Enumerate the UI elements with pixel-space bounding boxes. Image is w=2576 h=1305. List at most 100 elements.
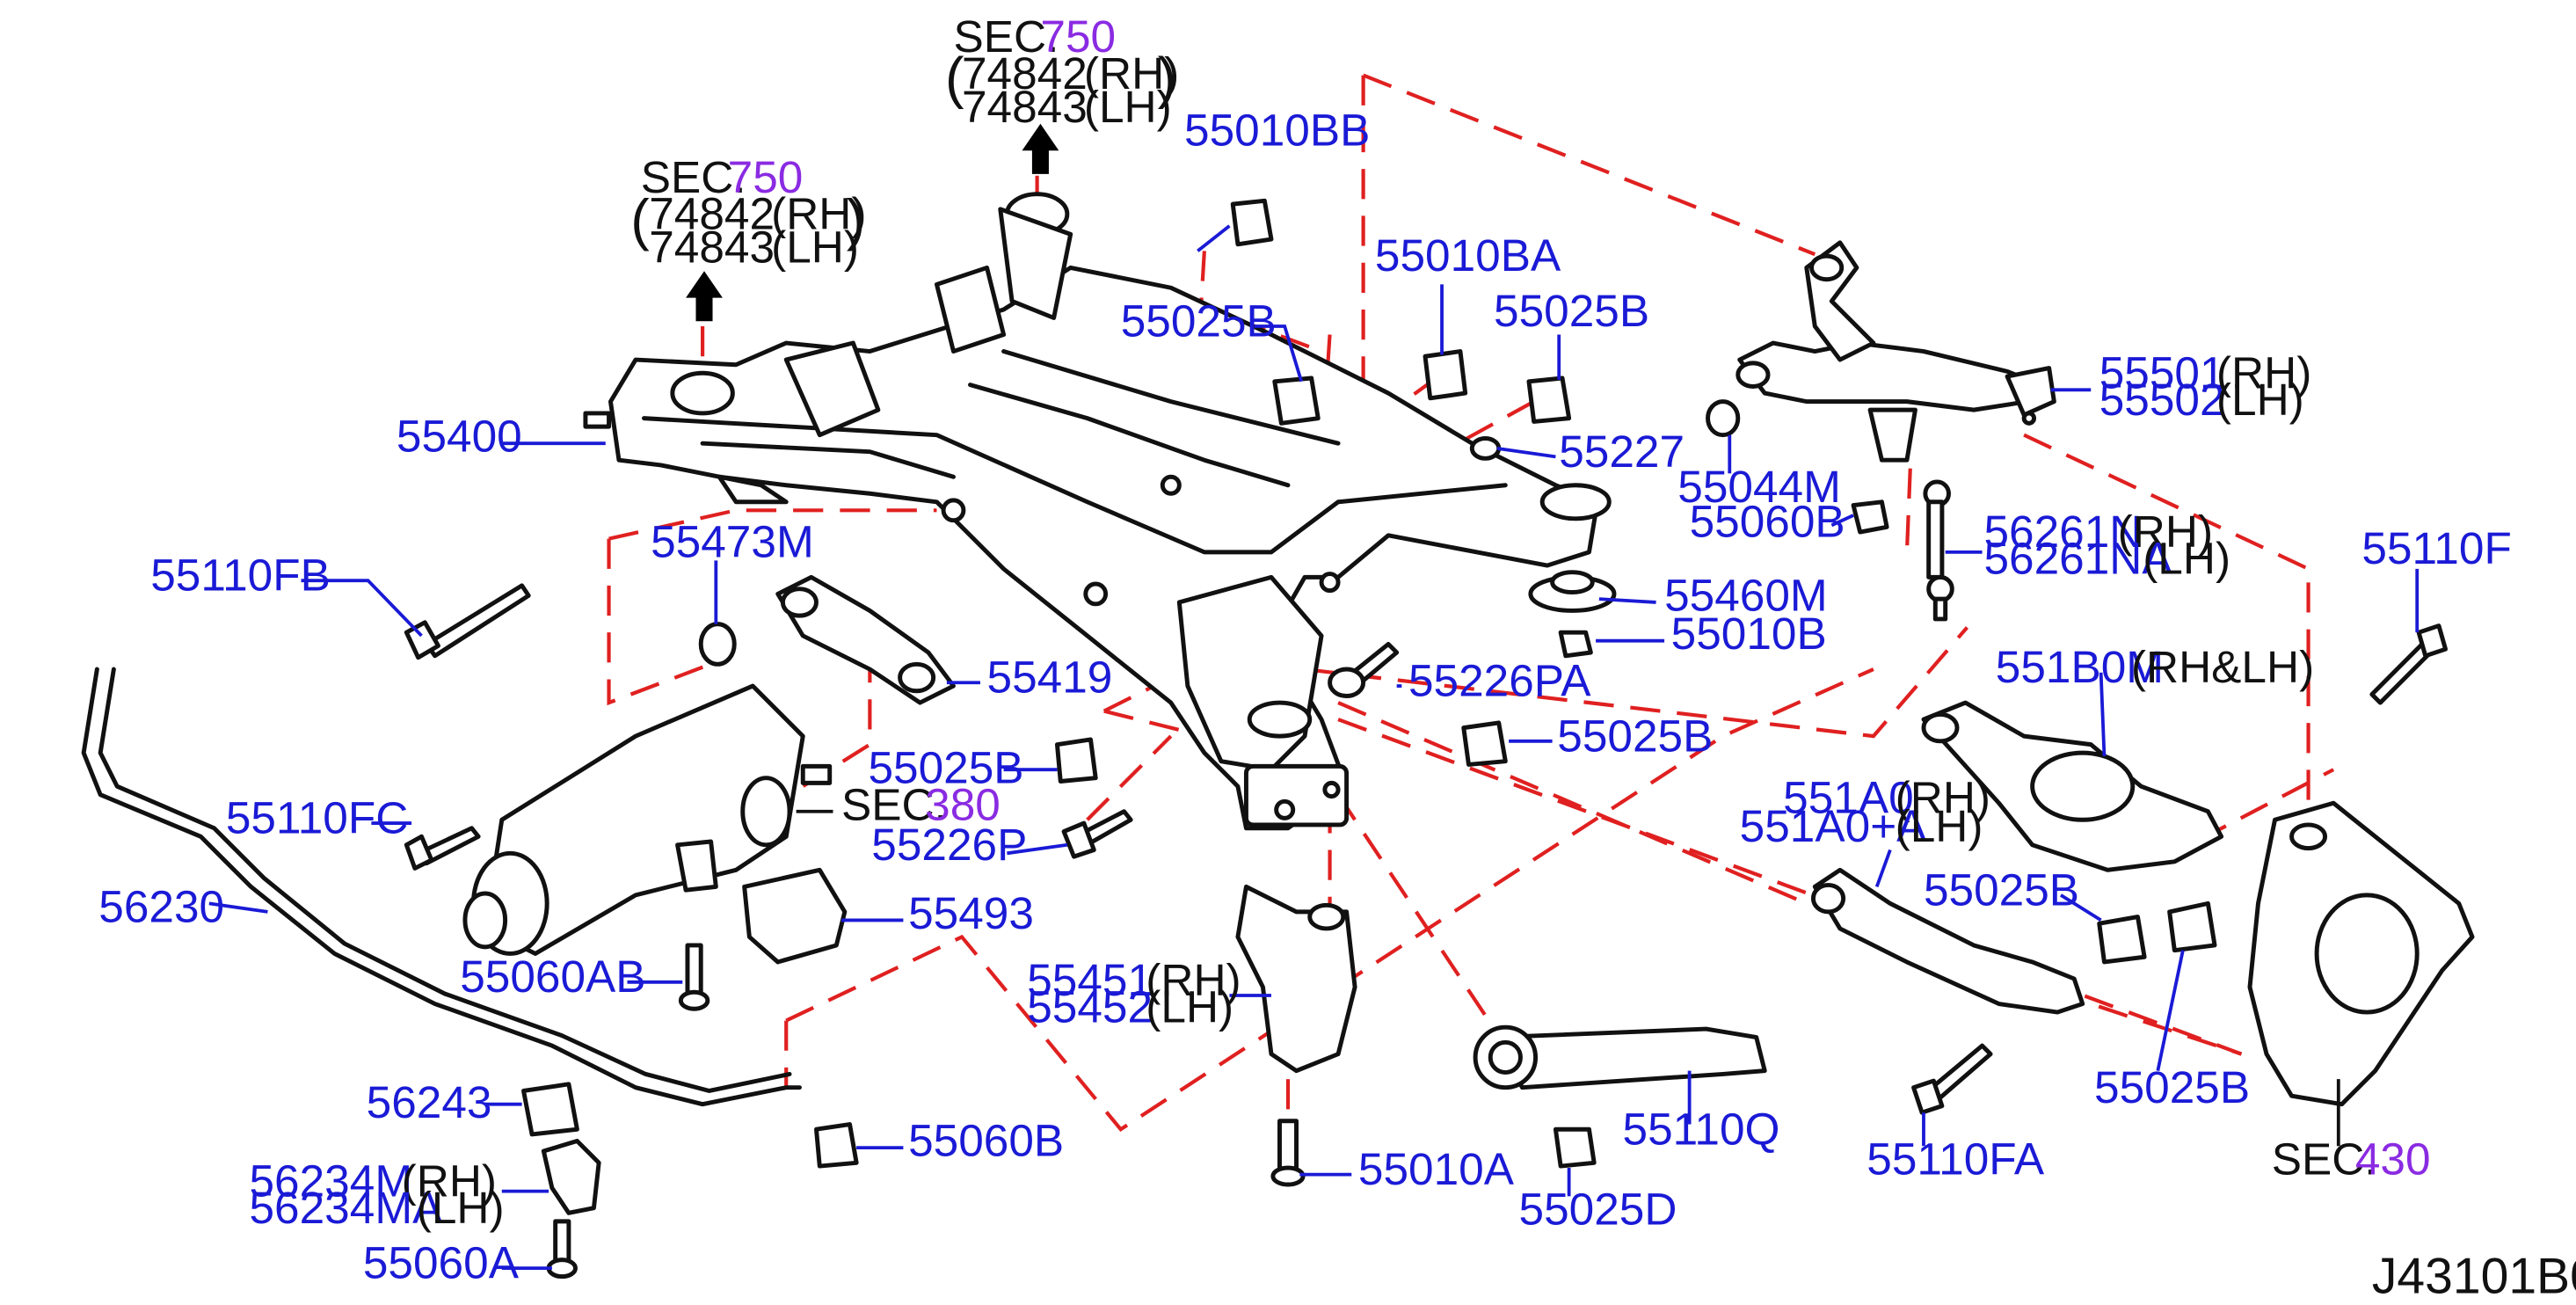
paren-open: (: [630, 187, 650, 252]
bolt-55060ab: [685, 943, 703, 998]
label-55493[interactable]: 55493: [908, 888, 1034, 938]
side-label: (LH): [2143, 534, 2230, 584]
nut-55025b-mid: [1461, 720, 1508, 767]
label-551b0m[interactable]: 551B0M: [1996, 642, 2164, 692]
section-number: 750: [1040, 11, 1116, 62]
label-56261na[interactable]: 56261NA: [1983, 534, 2172, 584]
bolt-55110fb: [404, 583, 531, 660]
mount-55493: [742, 867, 848, 965]
bolt-55110f: [2369, 642, 2433, 705]
label-55010b[interactable]: 55010B: [1671, 609, 1827, 659]
label-55460m[interactable]: 55460M: [1664, 570, 1828, 620]
label-55110f[interactable]: 55110F: [2361, 523, 2511, 573]
diagram-code: J43101B0: [2372, 1249, 2576, 1305]
bolt-55060ab-head: [678, 989, 710, 1011]
mount-55460m-top: [1550, 570, 1595, 594]
label-56234ma[interactable]: 56234MA: [250, 1183, 444, 1233]
bolt-55226p-head: [1061, 820, 1096, 859]
label-55502[interactable]: 55502: [2099, 375, 2225, 425]
label-55226pa[interactable]: 55226PA: [1408, 655, 1591, 705]
nut-55060b-low: [814, 1122, 859, 1169]
label-55060b[interactable]: 55060B: [1690, 497, 1845, 547]
label-55110fb[interactable]: 55110FB: [150, 550, 331, 601]
label-55452[interactable]: 55452: [1027, 981, 1153, 1032]
bracket-55419: [775, 574, 956, 705]
label-56234m[interactable]: 56234M: [250, 1156, 413, 1206]
paren-close: ): [847, 187, 866, 252]
rear-differential: [462, 683, 833, 956]
label-55044m[interactable]: 55044M: [1677, 462, 1841, 512]
label-55110fa[interactable]: 55110FA: [1867, 1134, 2045, 1185]
side-label: (LH): [2216, 375, 2304, 425]
label-55025b[interactable]: 55025B: [1494, 286, 1649, 336]
upper-arm-55501: [1736, 240, 2056, 463]
nut-55010b: [1558, 630, 1593, 659]
label-55060a[interactable]: 55060A: [363, 1238, 520, 1288]
bracket-55451: [1235, 884, 1357, 1074]
label-55473m[interactable]: 55473M: [651, 517, 814, 567]
bolt-55110f-head: [2416, 623, 2449, 659]
section-number[interactable]: 430: [2355, 1134, 2431, 1185]
stabilizer-link-56261n: [1923, 479, 1954, 622]
nut-55025b-left: [1054, 737, 1098, 784]
label-55010bb[interactable]: 55010BB: [1184, 106, 1370, 156]
bolt-55110fa-head: [1911, 1078, 1945, 1115]
section-prefix: SEC.: [841, 779, 947, 829]
side-label: (RH): [2216, 347, 2311, 397]
label-55110fc[interactable]: 55110FC: [226, 792, 408, 842]
bolt-55010a-head: [1270, 1165, 1306, 1187]
label-55025b[interactable]: 55025B: [2094, 1062, 2250, 1112]
bolt-55110fa: [1930, 1043, 1993, 1100]
side-label: (LH): [1896, 801, 1983, 851]
part-number: 74842: [649, 189, 775, 239]
label-551a0a[interactable]: 551A0+A: [1740, 801, 1928, 851]
label-55025b[interactable]: 55025B: [868, 742, 1023, 792]
label-55501[interactable]: 55501: [2099, 347, 2225, 397]
label-55060b[interactable]: 55060B: [908, 1116, 1064, 1166]
label-55226p[interactable]: 55226P: [871, 820, 1027, 870]
bolt-55010a: [1277, 1119, 1299, 1174]
paren-open: (: [945, 45, 964, 109]
label-55025b[interactable]: 55025B: [1557, 711, 1713, 761]
label-55010ba[interactable]: 55010BA: [1375, 230, 1561, 281]
label-55451[interactable]: 55451: [1027, 955, 1153, 1005]
label-55010a[interactable]: 55010A: [1358, 1144, 1515, 1194]
label-55025b[interactable]: 55025B: [1924, 864, 2079, 915]
spacer: [675, 839, 718, 893]
side-label: (LH): [771, 222, 859, 273]
washer-55227: [1469, 435, 1502, 461]
bolt-55110fc-head: [404, 834, 434, 871]
leader-lines: [208, 224, 2420, 1271]
label-56243[interactable]: 56243: [367, 1077, 492, 1127]
section-prefix: SEC.: [2272, 1134, 2377, 1185]
label-55419[interactable]: 55419: [987, 652, 1113, 703]
arrow-up-icon: [686, 123, 1059, 322]
rear-knuckle: [2247, 800, 2475, 1107]
bolt-55060a: [553, 1219, 571, 1265]
label-55060ab[interactable]: 55060AB: [460, 951, 645, 1002]
nut-55010ba: [1423, 349, 1468, 401]
label-55110q[interactable]: 55110Q: [1623, 1104, 1780, 1154]
label-55400[interactable]: 55400: [397, 412, 522, 462]
label-55025b[interactable]: 55025B: [1121, 295, 1277, 346]
section-number: 750: [728, 152, 804, 202]
nut-55025b-far: [2167, 900, 2217, 953]
label-551a0[interactable]: 551A0: [1783, 773, 1914, 823]
bushing-56243: [521, 1082, 579, 1137]
side-label: (RH): [2118, 507, 2213, 557]
nut-55010bb: [1230, 198, 1274, 247]
part-number: 74843: [962, 82, 1088, 132]
label-55025d[interactable]: 55025D: [1519, 1185, 1677, 1235]
nut-55025d: [1553, 1126, 1597, 1169]
nut-55025b-b: [1526, 375, 1572, 424]
lower-arm-551b0m: [1921, 700, 2224, 872]
washer-55473m: [698, 622, 737, 667]
nut-55025b-right: [2097, 915, 2147, 965]
label-55227[interactable]: 55227: [1559, 426, 1685, 477]
section-prefix: SEC.: [641, 152, 746, 202]
section-number[interactable]: 380: [925, 779, 1001, 829]
washer-55044m: [1706, 399, 1741, 438]
label-56261n[interactable]: 56261N: [1983, 507, 2142, 557]
toe-link-55110q: [1473, 1024, 1767, 1090]
label-56230[interactable]: 56230: [98, 881, 224, 931]
